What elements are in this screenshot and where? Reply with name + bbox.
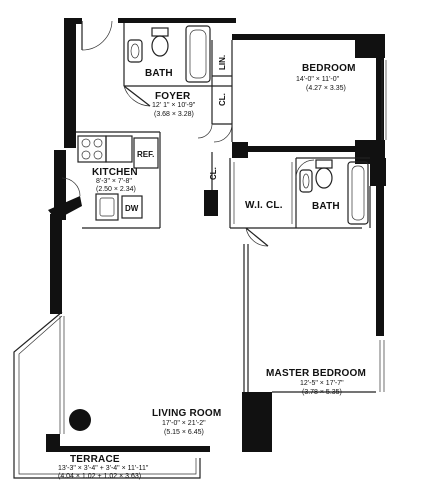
door-swings	[61, 20, 315, 247]
kitchen-dim-metric: (2.50 × 2.34)	[96, 186, 136, 193]
refrigerator-label: REF.	[137, 150, 154, 159]
kitchen-dim-imperial: 8'-3" × 7'-8"	[96, 178, 132, 185]
master-bedroom-dim-imperial: 12'-5" × 17'-7"	[300, 380, 344, 387]
bedroom-label: BEDROOM	[302, 63, 356, 74]
terrace-dim-imperial: 13'-3" × 3'-4" + 3'-4" × 11'-11"	[58, 465, 149, 472]
terrace-outline	[13, 311, 201, 479]
kitchen-fixtures	[77, 135, 159, 221]
foyer-dim-metric: (3.68 × 3.28)	[154, 111, 194, 118]
walk-in-closet-rods	[233, 162, 293, 224]
window-lines	[59, 60, 387, 434]
living-room-label: LIVING ROOM	[152, 408, 221, 419]
walk-in-closet-label: W.I. CL.	[245, 200, 283, 211]
foyer-dim-imperial: 12' 1" × 10'-9"	[152, 102, 196, 109]
bedroom-dim-imperial: 14'-0" × 11'-0"	[296, 76, 340, 83]
kitchen-label: KITCHEN	[92, 167, 138, 178]
dishwasher-label: DW	[125, 204, 139, 213]
bath-master-label: BATH	[312, 201, 340, 212]
foyer-label: FOYER	[155, 91, 191, 102]
living-room-dim-imperial: 17'-0" × 21'-2"	[162, 420, 206, 427]
bath-top-fixtures	[127, 25, 211, 83]
bath-top-label: BATH	[145, 68, 173, 79]
master-bath-fixtures	[299, 159, 369, 225]
exterior-walls	[46, 18, 386, 452]
linen-label: LIN.	[218, 55, 227, 70]
terrace-label: TERRACE	[70, 454, 120, 465]
living-room-dim-metric: (5.15 × 6.45)	[164, 429, 204, 436]
closet-upper-label: CL.	[218, 93, 227, 106]
interior-partitions	[76, 23, 376, 393]
terrace-dim-metric: (4.04 × 1.02 + 1.02 × 3.63)	[58, 473, 141, 480]
master-bedroom-dim-metric: (3.78 × 5.35)	[302, 389, 342, 396]
bedroom-dim-metric: (4.27 × 3.35)	[306, 85, 346, 92]
column-marker	[69, 409, 91, 431]
labels: BATH LIN. BEDROOM 14'-0" × 11'-0" (4.27 …	[58, 55, 366, 480]
master-bedroom-label: MASTER BEDROOM	[266, 368, 366, 379]
closet-lower-label: CL.	[209, 167, 218, 180]
